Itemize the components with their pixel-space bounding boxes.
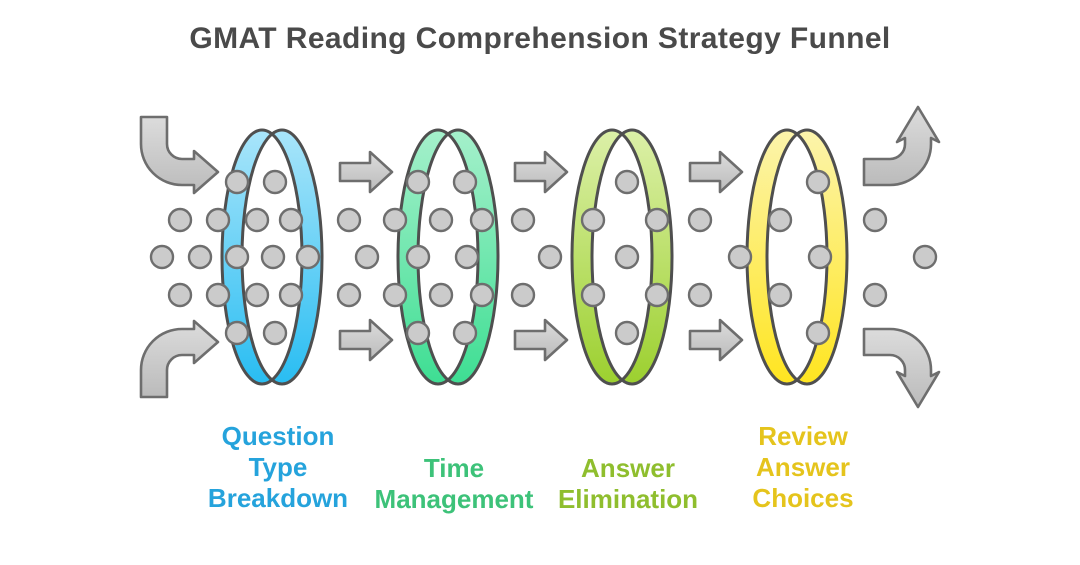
passage-dot — [614, 320, 640, 346]
flow-arrow-icon — [688, 318, 744, 362]
passage-dot — [405, 169, 431, 195]
passage-dot — [167, 207, 193, 233]
passage-dot — [644, 207, 670, 233]
passage-dot — [767, 207, 793, 233]
passage-dot — [862, 282, 888, 308]
passage-dot — [428, 207, 454, 233]
passage-dot — [862, 207, 888, 233]
passage-dot — [187, 244, 213, 270]
passage-dot — [149, 244, 175, 270]
exit-arrow-bottom-icon — [862, 327, 941, 409]
passage-dot — [452, 320, 478, 346]
passage-dot — [687, 207, 713, 233]
passage-dot — [382, 282, 408, 308]
passage-dot — [727, 244, 753, 270]
stage-label-time-management: Time Management — [374, 453, 534, 514]
stage-label-question-type-breakdown: Question Type Breakdown — [207, 421, 349, 513]
passage-dot — [244, 282, 270, 308]
passage-dot — [205, 282, 231, 308]
flow-arrow-icon — [513, 318, 569, 362]
passage-dot — [260, 244, 286, 270]
passage-dot — [354, 244, 380, 270]
flow-arrow-icon — [513, 150, 569, 194]
passage-dot — [469, 282, 495, 308]
passage-dot — [614, 244, 640, 270]
entry-arrow-bottom-icon — [139, 319, 220, 399]
stage-label-answer-elimination: Answer Elimination — [557, 453, 699, 514]
passage-dot — [262, 169, 288, 195]
passage-dot — [614, 169, 640, 195]
passage-dot — [336, 282, 362, 308]
passage-dot — [452, 169, 478, 195]
stage-label-review-answer-choices: Review Answer Choices — [752, 421, 854, 513]
passage-dot — [510, 282, 536, 308]
passage-dot — [454, 244, 480, 270]
passage-dot — [644, 282, 670, 308]
passage-dot — [224, 320, 250, 346]
flow-arrow-icon — [338, 150, 394, 194]
flow-arrow-icon — [688, 150, 744, 194]
passage-dot — [807, 244, 833, 270]
passage-dot — [382, 207, 408, 233]
passage-dot — [805, 169, 831, 195]
passage-dot — [469, 207, 495, 233]
passage-dot — [295, 244, 321, 270]
flow-arrow-icon — [338, 318, 394, 362]
passage-dot — [278, 207, 304, 233]
ring-answer-elimination — [570, 128, 674, 386]
passage-dot — [912, 244, 938, 270]
passage-dot — [167, 282, 193, 308]
passage-dot — [205, 207, 231, 233]
passage-dot — [805, 320, 831, 346]
passage-dot — [336, 207, 362, 233]
passage-dot — [405, 244, 431, 270]
passage-dot — [510, 207, 536, 233]
passage-dot — [580, 282, 606, 308]
passage-dot — [687, 282, 713, 308]
passage-dot — [537, 244, 563, 270]
passage-dot — [405, 320, 431, 346]
passage-dot — [224, 244, 250, 270]
passage-dot — [580, 207, 606, 233]
exit-arrow-top-icon — [862, 105, 941, 187]
passage-dot — [428, 282, 454, 308]
passage-dot — [262, 320, 288, 346]
passage-dot — [278, 282, 304, 308]
passage-dot — [244, 207, 270, 233]
passage-dot — [767, 282, 793, 308]
page-title: GMAT Reading Comprehension Strategy Funn… — [189, 22, 891, 55]
entry-arrow-top-icon — [139, 115, 220, 195]
passage-dot — [224, 169, 250, 195]
